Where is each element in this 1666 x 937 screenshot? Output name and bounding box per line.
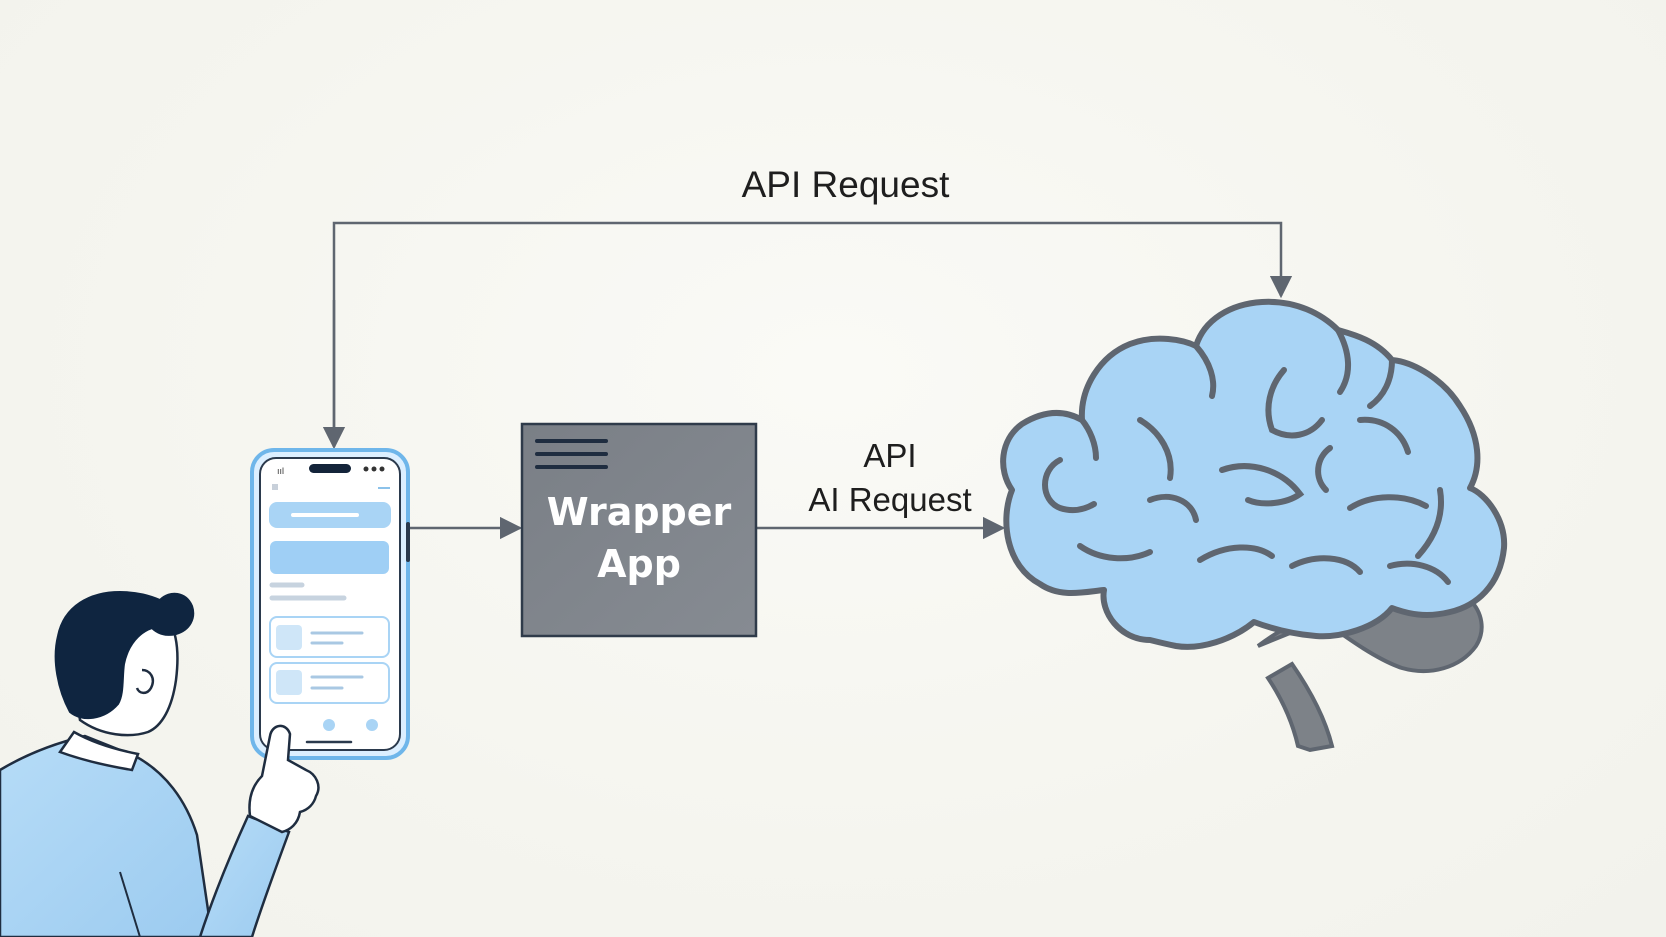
wrapper-app-label-line2: App: [597, 542, 681, 586]
api-ai-request-label: API AI Request: [790, 434, 990, 522]
wrapper-app-label: Wrapper App: [522, 486, 756, 590]
wrapper-app-box: [520, 422, 758, 638]
api-request-label: API Request: [741, 164, 950, 205]
smartphone-icon: ııl: [250, 448, 410, 760]
svg-text:ııl: ııl: [277, 466, 284, 476]
top-connector-arrow: [322, 221, 1293, 450]
hamburger-menu-icon: [535, 439, 608, 469]
person-pointing-icon: [0, 590, 320, 937]
api-ai-request-label-line1: API: [863, 437, 917, 474]
wrapper-app-label-line1: Wrapper: [546, 490, 732, 534]
brain-icon: [1000, 298, 1508, 753]
api-ai-request-label-line2: AI Request: [808, 481, 972, 518]
